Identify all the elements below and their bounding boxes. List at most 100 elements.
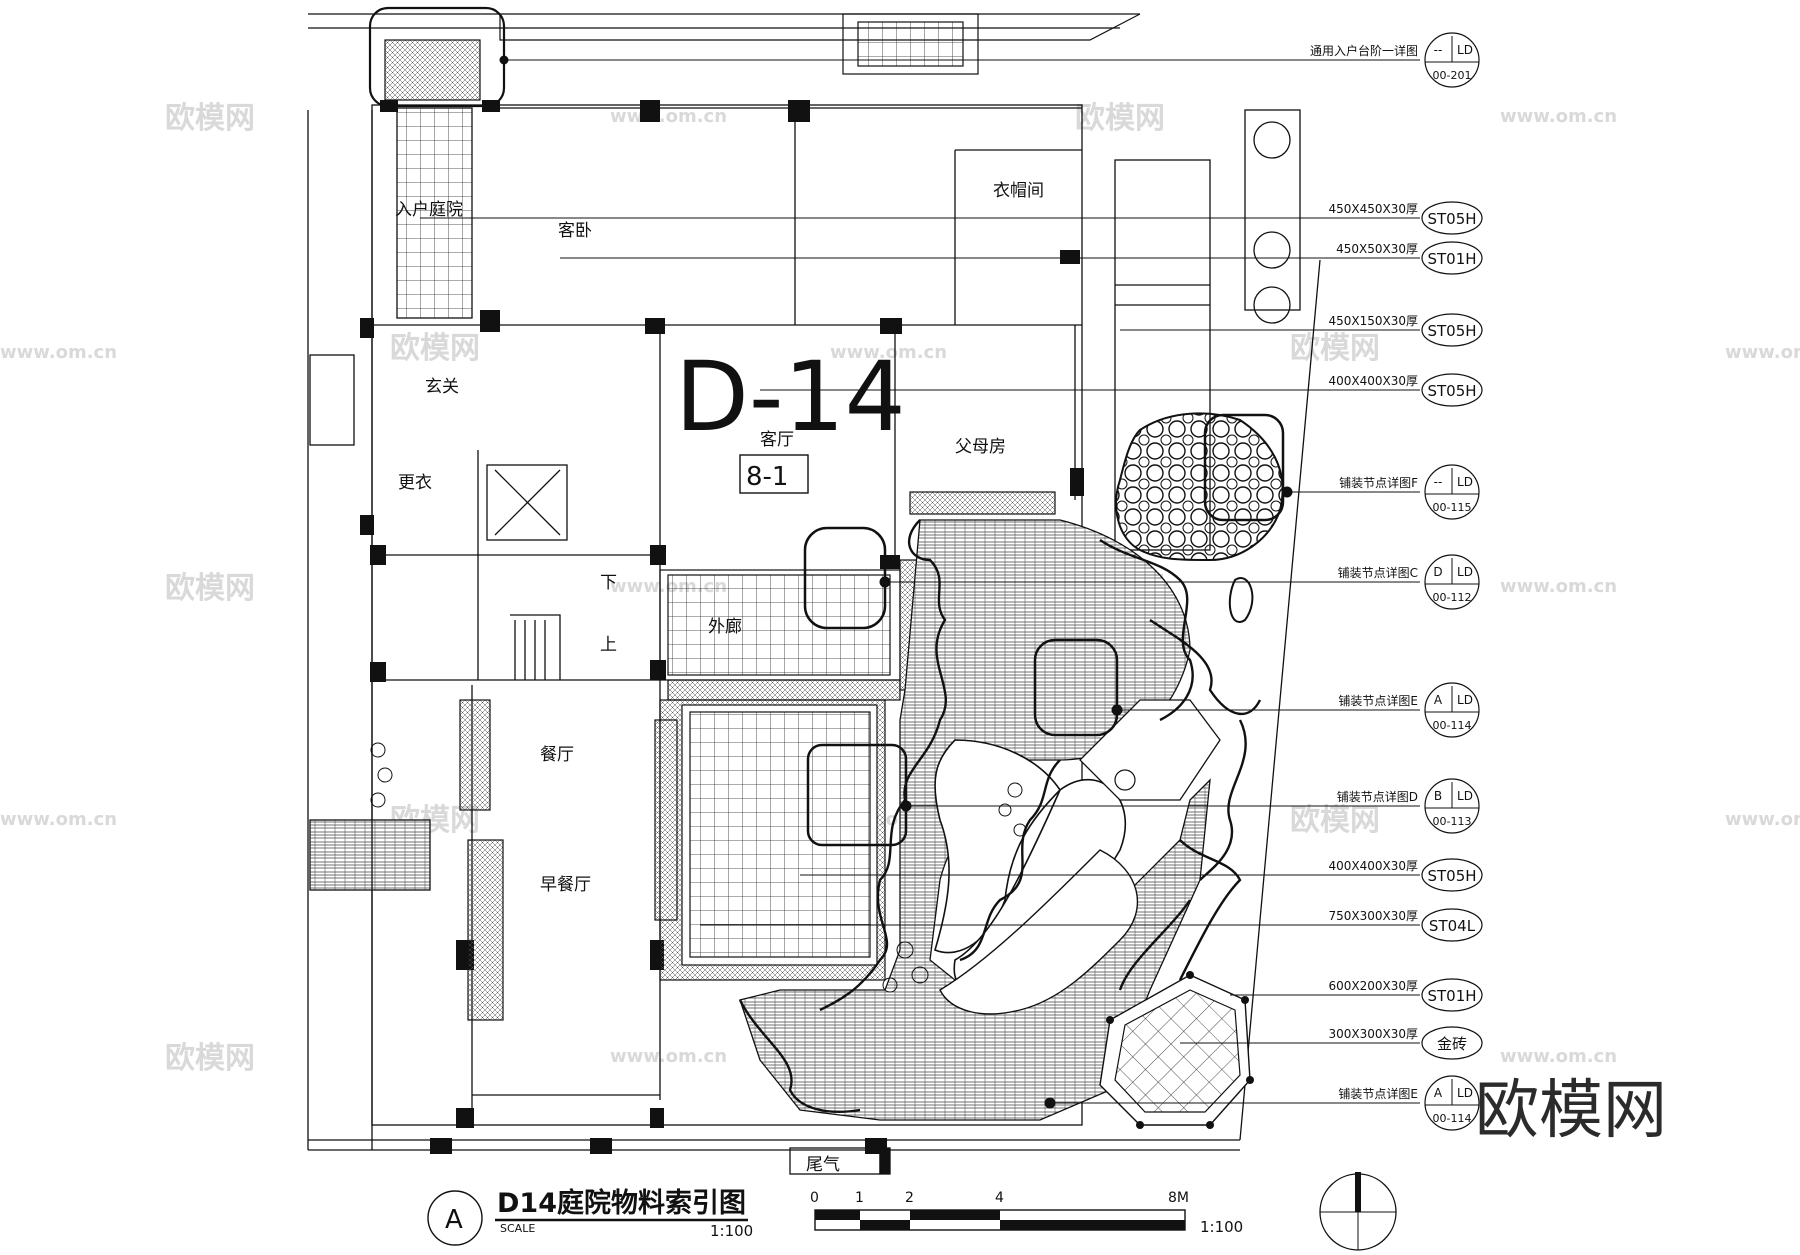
annotation-item: 450X50X30厚 ST01H <box>1336 241 1483 275</box>
material-code-bubble <box>1421 908 1483 942</box>
detail-symbol-right: LD <box>1457 43 1473 57</box>
room-entry-court: 入户庭院 <box>395 200 463 220</box>
title-circle <box>427 1190 483 1246</box>
scale-bar: 0 1 2 4 8M 1:100 <box>810 1190 1243 1236</box>
watermark-brand: 欧模网 <box>165 1041 255 1076</box>
room-labels: 入户庭院 客卧 衣帽间 玄关 客厅 父母房 更衣 下 上 外廊 餐厅 早餐厅 尾… <box>395 181 1044 1175</box>
watermark-brand: 欧模网 <box>165 101 255 136</box>
material-code-bubble <box>1421 201 1483 235</box>
scale-tick-0: 0 <box>810 1190 819 1206</box>
detail-symbol-right: LD <box>1457 1086 1473 1100</box>
watermark-url: www.om.cn <box>1725 342 1800 363</box>
detail-symbol-bottom: 00-115 <box>1433 501 1472 514</box>
room-foyer: 玄关 <box>425 377 459 397</box>
scale-tick-8: 8M <box>1168 1190 1189 1206</box>
material-code: ST05H <box>1427 322 1476 340</box>
room-tag: 8-1 <box>746 462 788 492</box>
annotation-label: 300X300X30厚 <box>1328 1027 1418 1041</box>
material-code-bubble <box>1421 313 1483 347</box>
courtyard-paving <box>739 519 1221 1121</box>
leader-lines <box>420 55 1420 1109</box>
drawing-tag: D-14 8-1 <box>675 341 906 494</box>
detail-symbol-top: -- <box>1434 475 1443 489</box>
scale-tick-1: 1 <box>855 1190 864 1206</box>
detail-symbol-bottom: 00-201 <box>1433 69 1472 82</box>
annotation-item: 通用入户台阶一详图 -- LD 00-201 <box>1310 32 1480 88</box>
plant-symbols <box>370 742 1027 993</box>
wall-columns <box>360 100 1084 1154</box>
annotation-label: 通用入户台阶一详图 <box>1310 43 1418 58</box>
annotation-item: 铺装节点详图E A LD 00-114 <box>1338 1075 1480 1131</box>
material-code-bubble <box>1421 373 1483 407</box>
detail-symbol-top: A <box>1434 1086 1443 1100</box>
detail-symbol-right: LD <box>1457 475 1473 489</box>
watermark-url: www.om.cn <box>1500 1046 1617 1067</box>
stair-up-label: 上 <box>600 635 617 655</box>
watermark-brand: 欧模网 <box>165 571 255 606</box>
annotation-label: 450X450X30厚 <box>1328 202 1418 216</box>
room-changing: 更衣 <box>398 473 432 493</box>
material-code-bubble <box>1421 1026 1483 1060</box>
watermark-url: www.om.cn <box>1500 576 1617 597</box>
material-code: ST01H <box>1427 987 1476 1005</box>
watermark-url: www.om.cn <box>0 809 117 830</box>
detail-symbol-top: B <box>1434 789 1442 803</box>
watermark-brand: 欧模网 <box>390 331 480 366</box>
detail-symbol-bottom: 00-112 <box>1433 591 1472 604</box>
annotation-label: 750X300X30厚 <box>1328 909 1418 923</box>
drawing-title: D14庭院物料索引图 <box>497 1187 746 1219</box>
room-corridor: 外廊 <box>708 617 742 637</box>
material-code-bubble <box>1421 858 1483 892</box>
watermark-url: www.om.cn <box>1500 106 1617 127</box>
material-code: ST05H <box>1427 210 1476 228</box>
scale-tick-2: 2 <box>905 1190 914 1206</box>
room-dining: 餐厅 <box>540 745 574 765</box>
detail-symbol-top: A <box>1434 693 1443 707</box>
annotation-label: 铺装节点详图F <box>1339 475 1418 490</box>
material-code: ST04L <box>1429 917 1476 935</box>
annotation-label: 400X400X30厚 <box>1328 374 1418 388</box>
title-circle-letter: A <box>445 1205 463 1235</box>
annotations: 通用入户台阶一详图 -- LD 00-201 450X450X30厚 ST05H 450X5… <box>1310 32 1483 1131</box>
scale-word: SCALE <box>500 1222 535 1235</box>
material-code-bubble <box>1421 241 1483 275</box>
material-code: ST05H <box>1427 867 1476 885</box>
annotation-item: 450X150X30厚 ST05H <box>1328 313 1483 347</box>
room-living: 客厅 <box>760 430 794 450</box>
detail-symbol-bottom: 00-113 <box>1433 815 1472 828</box>
top-boundary <box>308 6 1141 108</box>
annotation-item: 450X450X30厚 ST05H <box>1328 201 1483 235</box>
annotation-item: 600X200X30厚 ST01H <box>1328 978 1483 1012</box>
north-arrow-icon <box>1319 1172 1397 1251</box>
scale-tick-4: 4 <box>995 1190 1004 1206</box>
detail-symbol-bottom: 00-114 <box>1433 1112 1472 1125</box>
room-cloakroom: 衣帽间 <box>993 181 1044 201</box>
watermark-url: www.om.cn <box>830 342 947 363</box>
material-code: 金砖 <box>1437 1035 1467 1053</box>
corridor-patio <box>459 491 1056 1021</box>
annotation-label: 铺装节点详图E <box>1338 1086 1418 1101</box>
annotation-label: 铺装节点详图E <box>1338 693 1418 708</box>
material-code: ST01H <box>1427 250 1476 268</box>
annotation-label: 铺装节点详图C <box>1338 565 1418 580</box>
room-guest-bedroom: 客卧 <box>558 221 592 241</box>
detail-symbol-top: -- <box>1434 43 1443 57</box>
brand-logo-text: 欧模网 <box>1475 1074 1667 1148</box>
annotation-item: 铺装节点详图F -- LD 00-115 <box>1339 464 1480 520</box>
detail-symbol-top: D <box>1433 565 1442 579</box>
annotation-label: 450X150X30厚 <box>1328 314 1418 328</box>
building-walls <box>307 104 1321 1175</box>
title-block: A D14庭院物料索引图 SCALE 1:100 <box>427 1187 753 1246</box>
annotation-label: 600X200X30厚 <box>1328 979 1418 993</box>
watermark-url: www.om.cn <box>0 342 117 363</box>
room-tag-box <box>739 454 809 494</box>
material-code-bubble <box>1421 978 1483 1012</box>
big-drawing-label: D-14 <box>675 341 906 453</box>
annotation-label: 450X50X30厚 <box>1336 242 1418 256</box>
